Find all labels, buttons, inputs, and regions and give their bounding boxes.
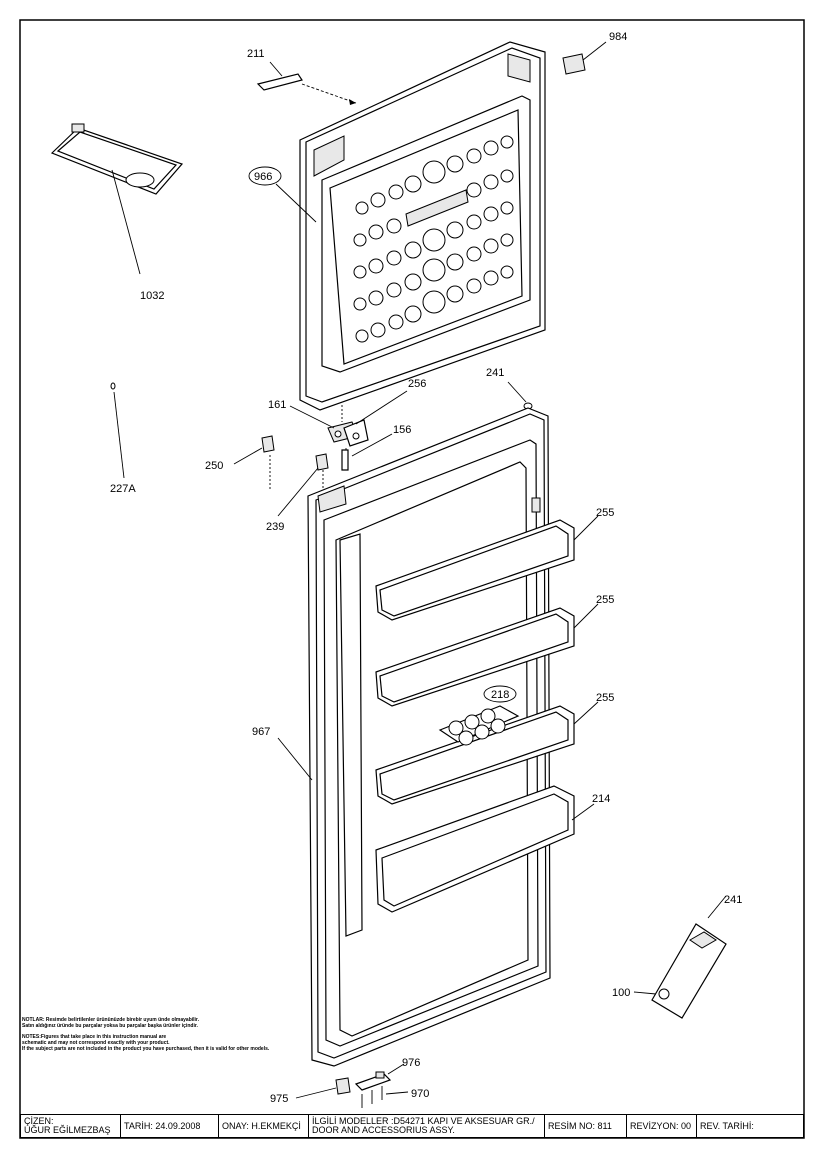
title-approved: ONAY: H.EKMEKÇİ [219, 1115, 309, 1137]
drawing-no-text: RESİM NO: 811 [548, 1120, 612, 1131]
drawn-by-name: UĞUR EĞİLMEZBAŞ [24, 1125, 111, 1135]
bottle-shelf-214 [375, 785, 595, 913]
part-250-bracket [233, 435, 275, 490]
callout-1032: 1032 [140, 290, 164, 302]
callout-211: 211 [247, 48, 265, 60]
callout-976: 976 [402, 1057, 420, 1069]
callout-255-middle: 255 [596, 594, 614, 606]
date-text: TARİH: 24.09.2008 [124, 1120, 201, 1131]
callout-255-top: 255 [596, 507, 614, 519]
callout-214: 214 [592, 793, 610, 805]
part-984-label [562, 41, 607, 75]
callout-156: 156 [393, 424, 411, 436]
part-227a-pin [110, 382, 125, 479]
note-en-line3: If the subject parts are not included in… [22, 1046, 270, 1052]
revision-text: REVİZYON: 00 [630, 1120, 692, 1131]
drawn-label: ÇİZEN: [24, 1116, 54, 1126]
title-block: ÇİZEN: UĞUR EĞİLMEZBAŞ TARİH: 24.09.2008… [20, 1114, 804, 1138]
star-rating-mark [405, 189, 469, 227]
callout-239: 239 [266, 521, 284, 533]
part-241-cap [507, 381, 533, 410]
part-1032-tray [50, 123, 184, 275]
door-shelf-255-lower [375, 701, 599, 805]
title-drawing-no: RESİM NO: 811 [545, 1115, 627, 1137]
callout-241-card: 241 [724, 894, 742, 906]
callout-967: 967 [252, 726, 270, 738]
note-en-line2: schematic and may not correspond exactly… [22, 1040, 170, 1046]
rev-date-text: REV. TARİHİ: [700, 1120, 754, 1131]
models-line2: DOOR AND ACCESSORIUS ASSY. [312, 1125, 455, 1135]
door-shelf-255-top [375, 515, 599, 621]
callout-984: 984 [609, 31, 627, 43]
note-en-line1: NOTES:Figures that take place in this in… [22, 1034, 167, 1040]
title-revision: REVİZYON: 00 [627, 1115, 697, 1137]
title-date: TARİH: 24.09.2008 [121, 1115, 219, 1137]
callout-218: 218 [491, 689, 509, 701]
callout-161: 161 [268, 399, 286, 411]
callout-250: 250 [205, 460, 223, 472]
freezer-door-dimples [353, 135, 514, 343]
disclaimer-notes: NOTLAR: Resimde belirtilenler ürününüzde… [22, 1017, 322, 1052]
models-line1: İLGİLİ MODELLER :D54271 KAPI VE AKSESUAR… [312, 1116, 535, 1126]
middle-hinge-parts [289, 390, 408, 471]
title-models: İLGİLİ MODELLER :D54271 KAPI VE AKSESUAR… [309, 1115, 545, 1137]
note-tr-line1: NOTLAR: Resimde belirtilenler ürününüzde… [22, 1017, 199, 1023]
drawing-frame [19, 19, 805, 1139]
callout-256: 256 [408, 378, 426, 390]
part-241-100-card [633, 895, 727, 1019]
door-shelf-255-middle [375, 603, 599, 707]
callout-975: 975 [270, 1093, 288, 1105]
callout-966: 966 [254, 171, 272, 183]
part-211-handle [256, 61, 357, 105]
callout-255-lower: 255 [596, 692, 614, 704]
callout-241-top: 241 [486, 367, 504, 379]
title-drawn-by: ÇİZEN: UĞUR EĞİLMEZBAŞ [21, 1115, 121, 1137]
callout-100: 100 [612, 987, 630, 999]
part-239-bush [277, 453, 329, 517]
callout-227a: 227A [110, 483, 136, 495]
approved-text: ONAY: H.EKMEKÇİ [222, 1120, 301, 1131]
note-tr-line2: Satın aldığınız üründe bu parçalar yoksa… [22, 1023, 198, 1029]
freezer-door-966 [299, 41, 546, 411]
title-rev-date: REV. TARİHİ: [697, 1115, 803, 1137]
callout-970: 970 [411, 1088, 429, 1100]
bottom-hinge-parts [295, 1063, 409, 1108]
egg-tray-218 [438, 685, 520, 746]
